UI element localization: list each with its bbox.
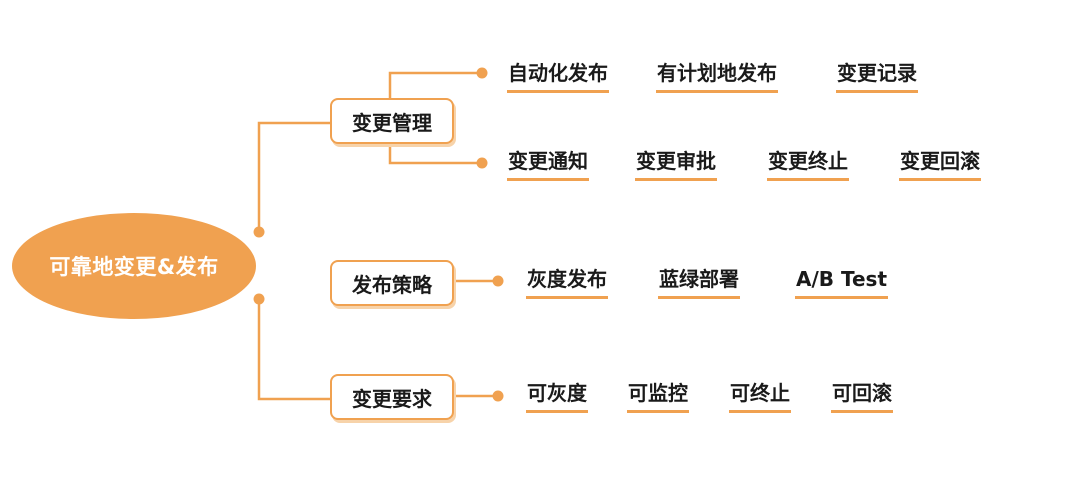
root-node: 可靠地变更&发布: [12, 213, 256, 319]
connector-branch-1-row-1: [388, 71, 482, 98]
leaf-item: 可回滚: [831, 380, 893, 413]
connector-branch-1-row-2: [388, 146, 482, 165]
joint-dot: [253, 293, 265, 305]
joint-dot: [492, 390, 504, 402]
leaf-item: 变更审批: [635, 148, 717, 181]
leaf-item: 可监控: [627, 380, 689, 413]
joint-dot: [476, 157, 488, 169]
leaf-item: 变更通知: [507, 148, 589, 181]
leaf-item: 自动化发布: [507, 60, 609, 93]
leaf-item: 变更终止: [767, 148, 849, 181]
leaf-item: 可灰度: [526, 380, 588, 413]
joint-dot: [492, 275, 504, 287]
branch-node-release-strategy: 发布策略: [330, 260, 454, 306]
branch-node-change-requirements: 变更要求: [330, 374, 454, 420]
joint-dot: [253, 226, 265, 238]
leaf-item: 蓝绿部署: [658, 266, 740, 299]
joint-dot: [476, 67, 488, 79]
leaf-item: 可终止: [729, 380, 791, 413]
leaf-item: 灰度发布: [526, 266, 608, 299]
leaf-item: 有计划地发布: [656, 60, 778, 93]
connector-root-branch-3: [257, 299, 330, 401]
branch-node-change-management: 变更管理: [330, 98, 454, 144]
leaf-item: 变更回滚: [899, 148, 981, 181]
leaf-item: A/B Test: [795, 266, 889, 299]
leaf-item: 变更记录: [836, 60, 918, 93]
connector-root-branch-1: [257, 121, 330, 232]
